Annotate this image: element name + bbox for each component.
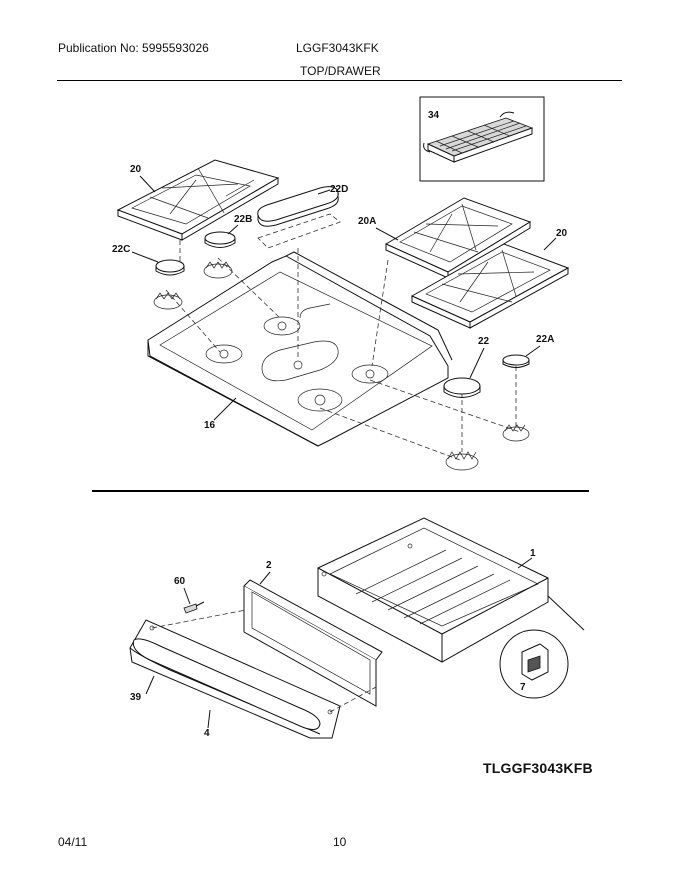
model-number: LGGF3043KFK <box>296 41 379 55</box>
burner-cap-left-front <box>153 259 185 310</box>
grate-right <box>410 243 570 329</box>
drawer-body <box>317 517 549 663</box>
grate-left <box>116 159 280 241</box>
publication-number: Publication No: 5995593026 <box>58 41 209 55</box>
screw <box>183 601 205 614</box>
callout-39: 39 <box>130 692 142 703</box>
callout-20-right: 20 <box>556 228 568 239</box>
section-title: TOP/DRAWER <box>300 64 381 78</box>
oval-burner-cap <box>257 186 341 249</box>
callout-22D: 22D <box>330 184 348 195</box>
callout-34: 34 <box>428 110 440 121</box>
callout-20-left: 20 <box>130 164 142 175</box>
callout-4: 4 <box>204 728 210 739</box>
callout-7: 7 <box>520 682 526 693</box>
callout-20A: 20A <box>358 216 376 227</box>
diagram-code: TLGGF3043KFB <box>483 760 593 776</box>
cooktop-main-top <box>147 251 453 447</box>
alignment-lines-top <box>165 240 521 461</box>
burner-cap-right-front <box>443 377 481 471</box>
burner-cap-left-rear <box>203 231 236 279</box>
drawer-glass-panel <box>243 579 383 707</box>
section-divider <box>92 490 589 492</box>
callout-60: 60 <box>174 576 186 587</box>
alignment-lines-bottom <box>151 609 379 713</box>
burner-cap-right-rear <box>502 354 530 442</box>
drawer-front <box>129 619 341 739</box>
drawer-clip-detail <box>499 595 585 699</box>
header-divider <box>57 80 622 81</box>
footer-date: 04/11 <box>58 835 88 849</box>
callout-1: 1 <box>530 548 536 559</box>
callout-22B: 22B <box>234 214 252 225</box>
callout-22C: 22C <box>112 244 130 255</box>
griddle-inset <box>419 96 545 182</box>
callout-16: 16 <box>204 420 216 431</box>
page-number: 10 <box>333 835 347 849</box>
callout-22: 22 <box>478 336 490 347</box>
callout-22A: 22A <box>536 334 554 345</box>
callout-2: 2 <box>266 560 272 571</box>
